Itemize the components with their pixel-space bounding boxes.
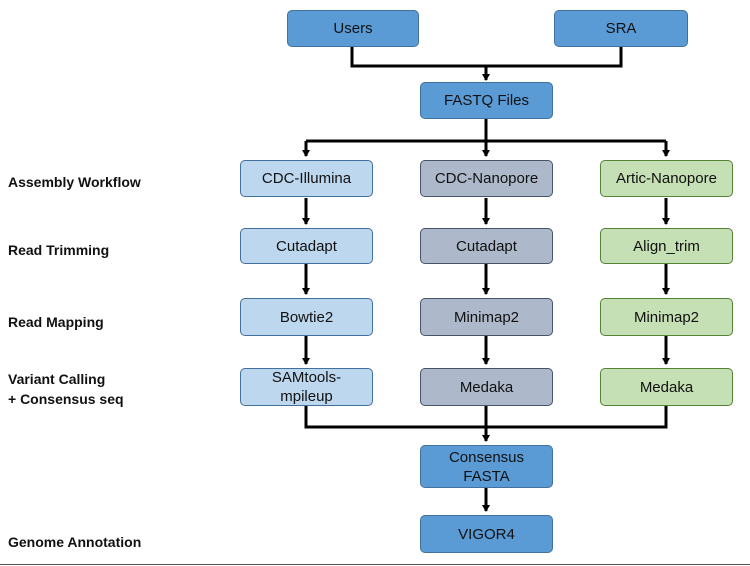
row-label-assembly-workflow: Assembly Workflow xyxy=(8,174,141,190)
row-label-read-trimming: Read Trimming xyxy=(8,242,110,258)
row-label-genome-annotation: Genome Annotation xyxy=(8,534,142,550)
artic-nanopore-node: Artic-Nanopore xyxy=(600,160,733,197)
nanopore-cutadapt-node: Cutadapt xyxy=(420,228,553,264)
align-trim-node: Align_trim xyxy=(600,228,733,264)
artic-medaka-node: Medaka xyxy=(600,368,733,406)
row-label-variant-calling: Variant Calling + Consensus seq xyxy=(8,371,124,407)
fastq-files-node: FASTQ Files xyxy=(420,82,553,119)
bottom-divider xyxy=(0,564,750,565)
cdc-nanopore-node: CDC-Nanopore xyxy=(420,160,553,197)
consensus-fasta-node: Consensus FASTA xyxy=(420,445,553,488)
bowtie2-node: Bowtie2 xyxy=(240,298,373,336)
row-label-read-mapping: Read Mapping xyxy=(8,314,104,330)
artic-minimap2-node: Minimap2 xyxy=(600,298,733,336)
connector-users-fastq xyxy=(350,46,486,68)
vigor4-node: VIGOR4 xyxy=(420,515,553,553)
sra-node: SRA xyxy=(554,10,688,47)
samtools-mpileup-node: SAMtools- mpileup xyxy=(240,368,373,406)
illumina-cutadapt-node: Cutadapt xyxy=(240,228,373,264)
nanopore-minimap2-node: Minimap2 xyxy=(420,298,553,336)
nanopore-medaka-node: Medaka xyxy=(420,368,553,406)
users-node: Users xyxy=(287,10,419,47)
connector-sra-fastq xyxy=(486,46,623,68)
cdc-illumina-node: CDC-Illumina xyxy=(240,160,373,197)
